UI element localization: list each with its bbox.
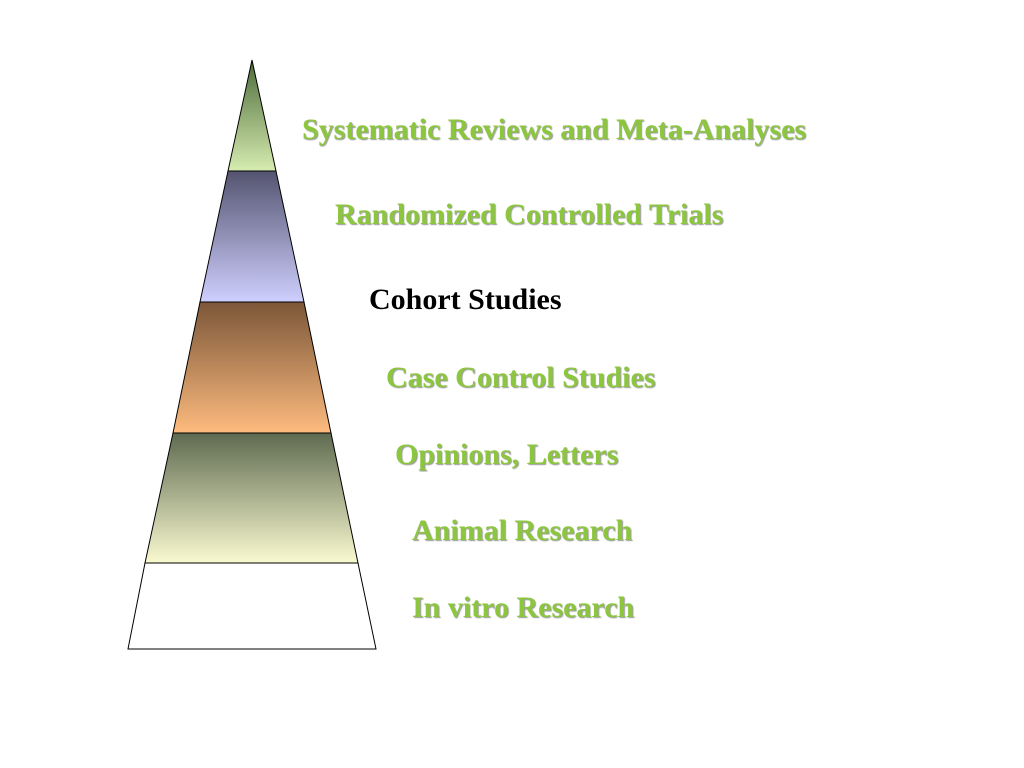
pyramid-tier-cohort-studies: [172, 301, 332, 434]
pyramid-tier-systematic-reviews: [227, 59, 277, 172]
level-label-cohort-studies: Cohort Studies: [369, 283, 562, 316]
level-label-randomized-trials: Randomized Controlled Trials: [335, 198, 724, 231]
pyramid-tier-randomized-trials: [199, 170, 305, 303]
level-label-in-vitro-research: In vitro Research: [412, 591, 635, 624]
level-label-opinions-letters: Opinions, Letters: [395, 438, 619, 471]
level-label-animal-research: Animal Research: [412, 514, 633, 547]
pyramid-tier-case-control: [144, 432, 359, 564]
pyramid-tier-base: [127, 562, 377, 650]
level-label-systematic-reviews: Systematic Reviews and Meta-Analyses: [302, 113, 807, 146]
level-label-case-control: Case Control Studies: [386, 361, 656, 394]
